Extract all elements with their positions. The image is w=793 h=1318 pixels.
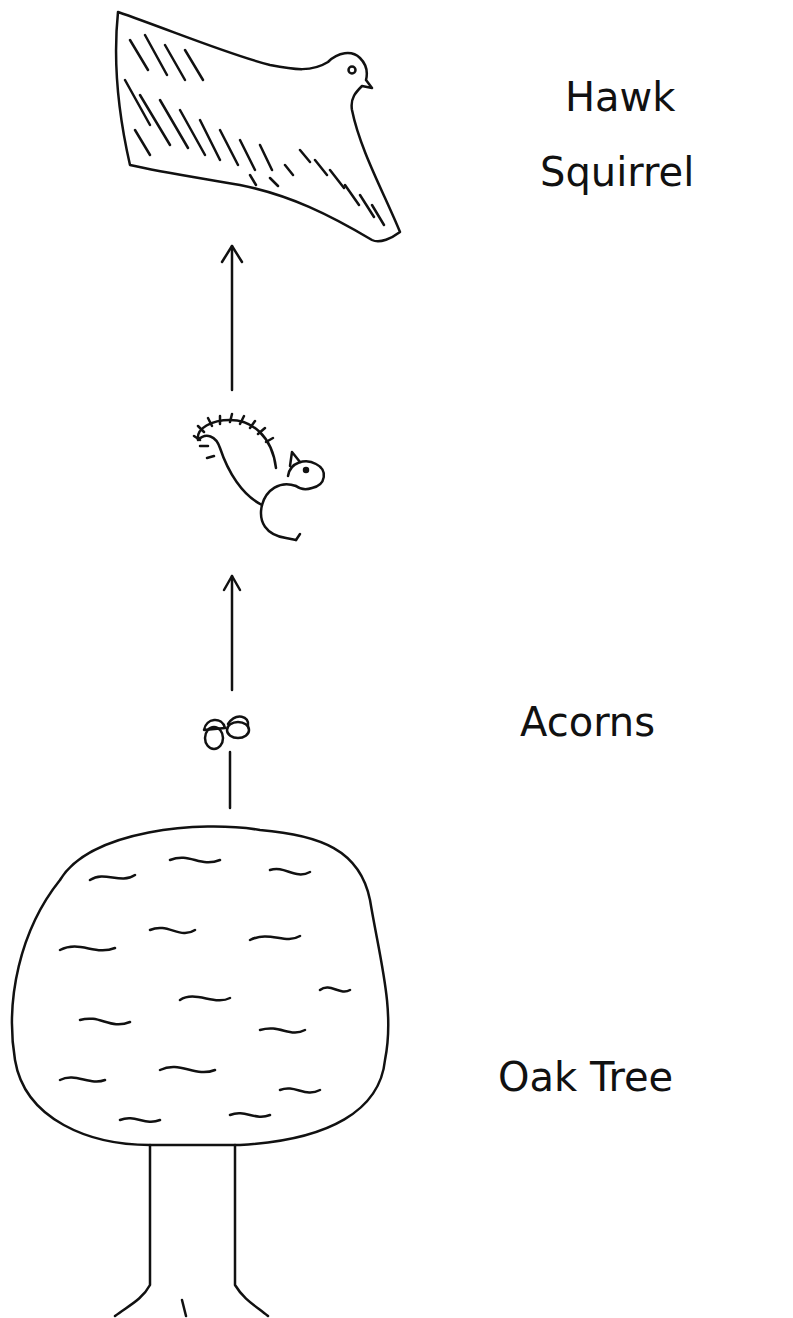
oak-tree-drawing [12,827,388,1316]
organism-label: Squirrel [540,149,694,195]
squirrel-drawing [194,414,324,540]
line-tree-to-acorns [229,752,232,808]
organism-label: Acorns [520,699,655,745]
arrow-acorns-to-squirrel [224,576,240,690]
organism-label: Hawk [565,74,675,120]
hawk-drawing [116,12,400,241]
organism-label: Oak Tree [498,1054,673,1100]
acorns-drawing [204,717,249,749]
arrow-squirrel-to-hawk [222,246,242,390]
